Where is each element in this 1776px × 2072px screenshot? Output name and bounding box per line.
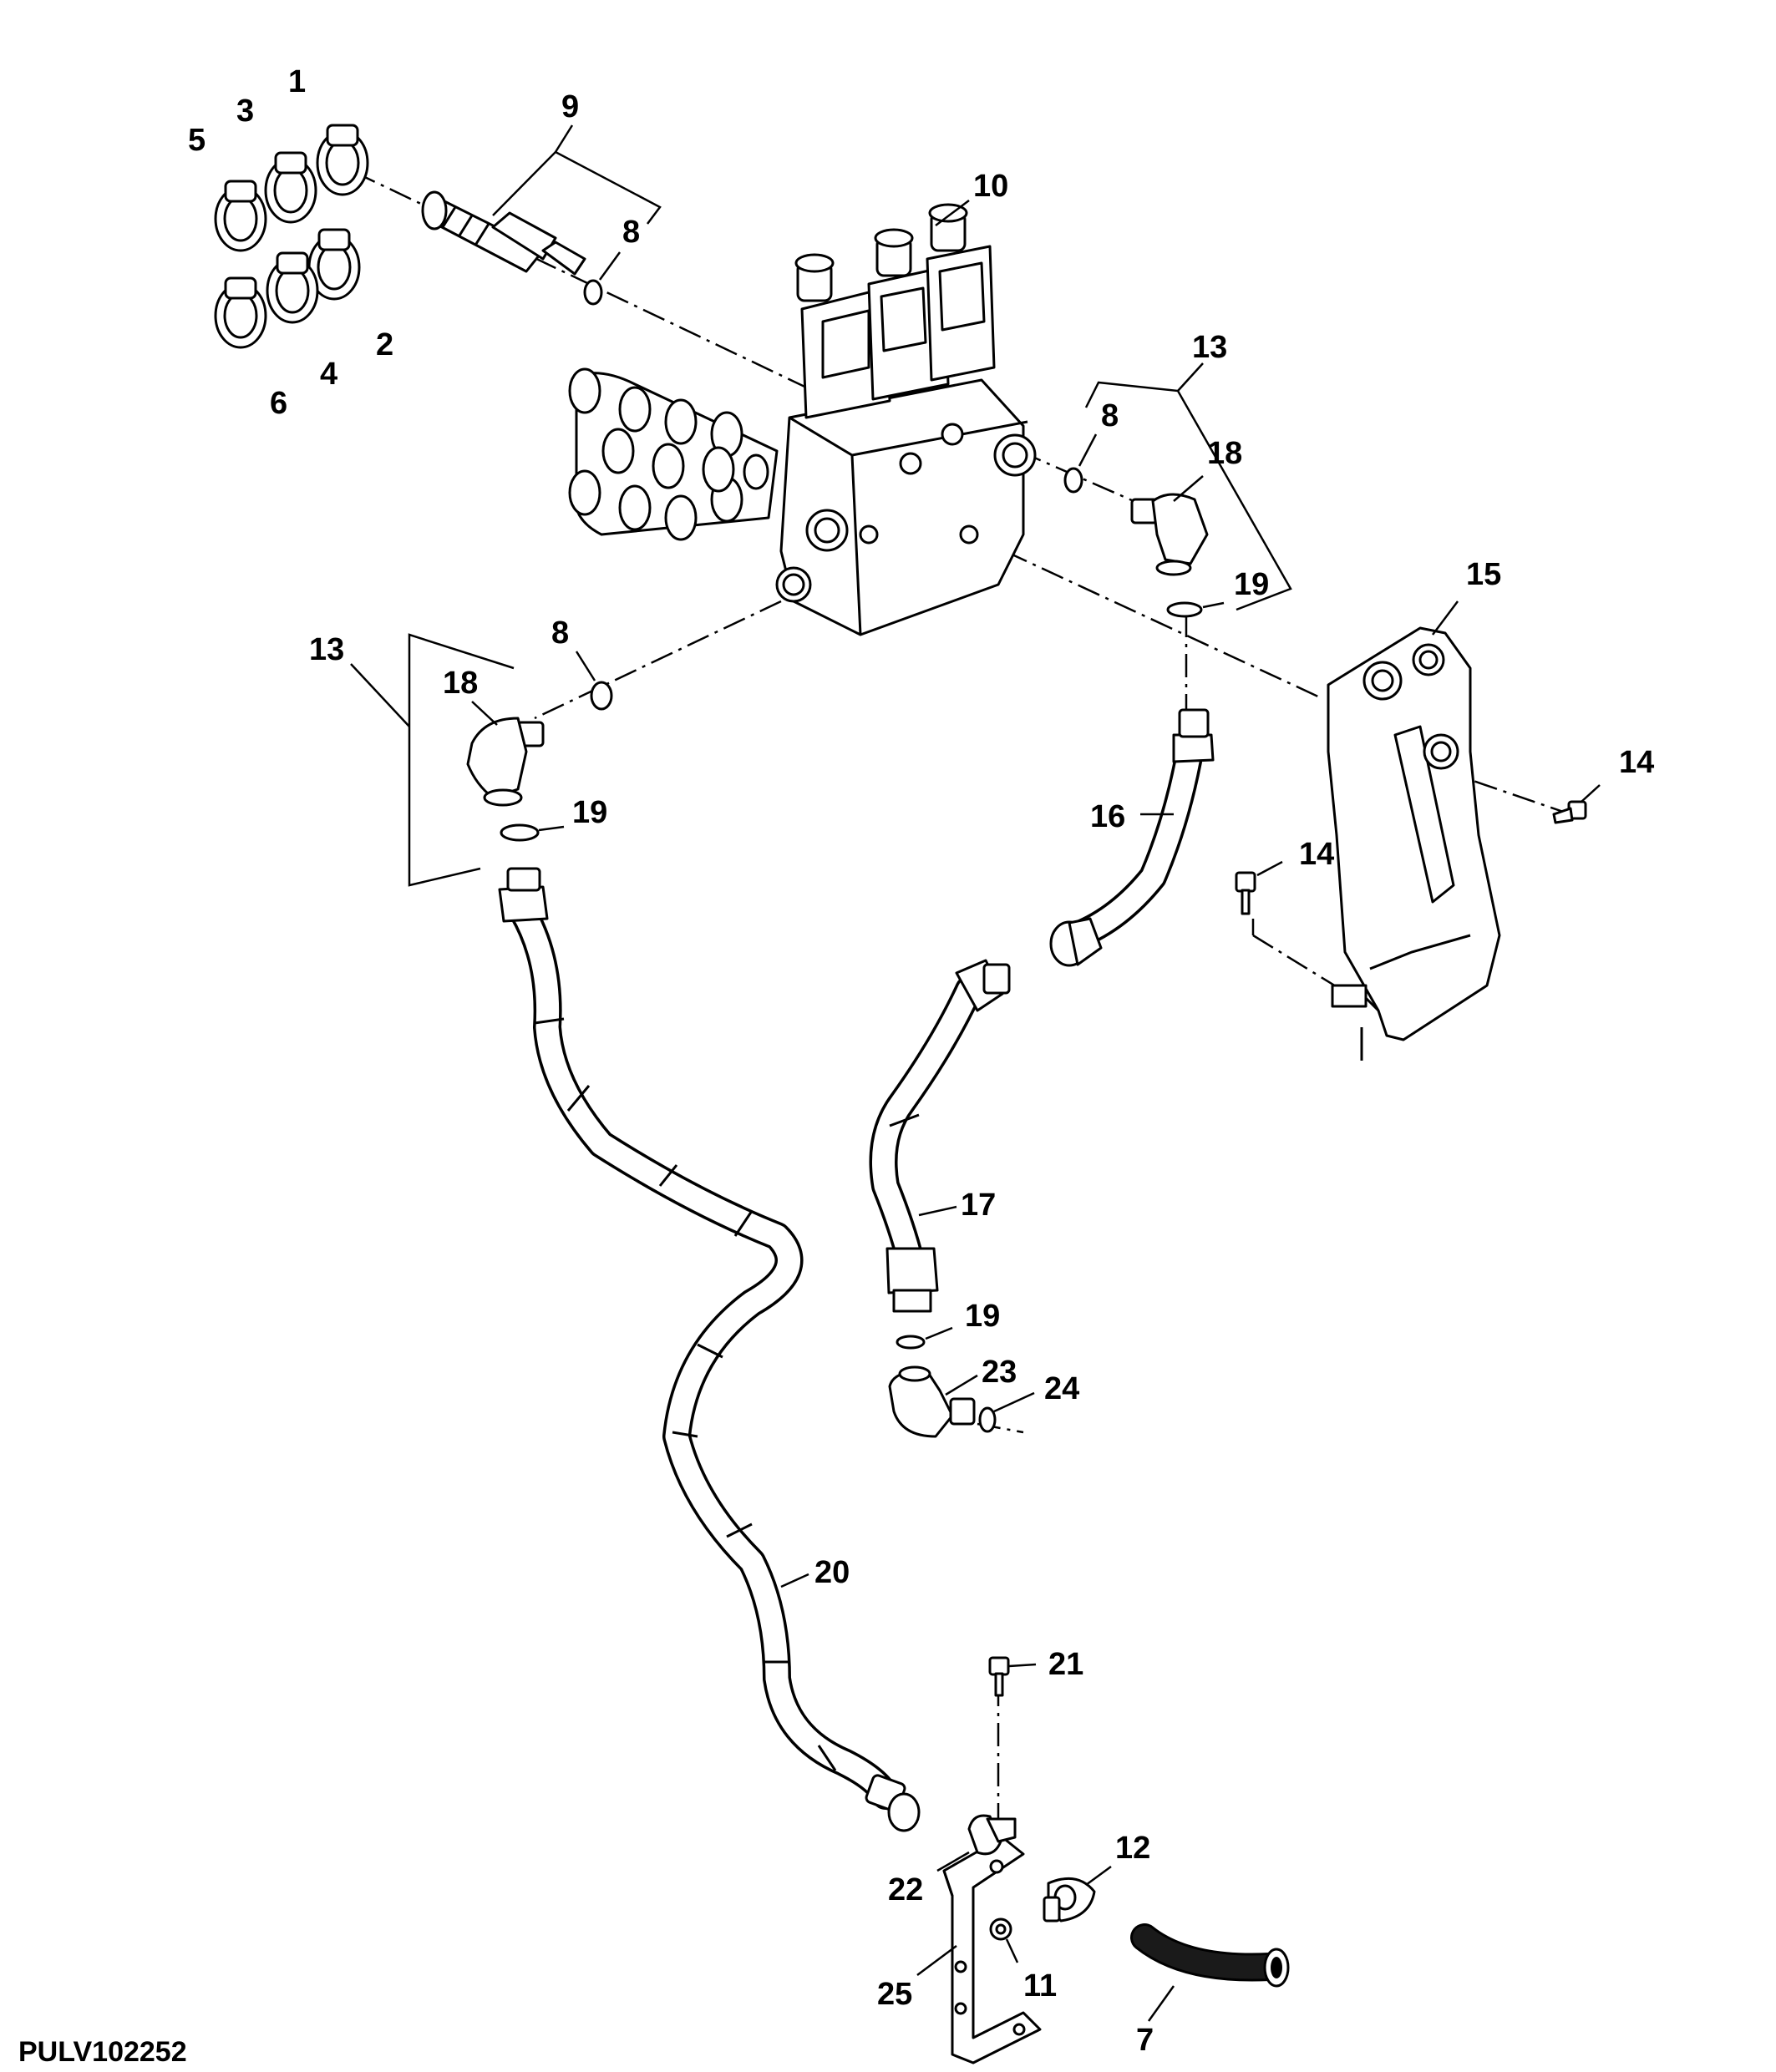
callout-19-left: 19	[572, 795, 607, 830]
quick-coupler-9	[421, 190, 586, 276]
bolt-14-left	[1235, 871, 1256, 915]
clamp-3	[264, 151, 317, 224]
o-ring-8-top	[583, 279, 603, 306]
callout-16: 16	[1090, 799, 1125, 834]
callout-4: 4	[320, 357, 337, 392]
clamp-1	[316, 124, 369, 196]
callout-18-left: 18	[443, 666, 478, 701]
hydraulic-line-17	[869, 959, 1011, 1313]
elbow-fitting-18-right	[1130, 493, 1209, 576]
callout-25: 25	[877, 1977, 912, 2012]
spacer-22	[967, 1814, 1017, 1856]
callout-2: 2	[376, 327, 393, 362]
valve-block-10	[775, 203, 1037, 636]
callout-7: 7	[1136, 2023, 1154, 2058]
callout-labels: 1 2 3 4 5 6 7 8 8 8 9 10 11 12 13 13 14 …	[188, 64, 1654, 2058]
o-ring-8-left	[590, 681, 613, 711]
callout-14-left: 14	[1299, 837, 1334, 872]
clamp-6	[214, 276, 267, 349]
nut-11	[989, 1917, 1012, 1941]
o-ring-19-lower	[896, 1335, 926, 1350]
o-ring-19-left	[500, 823, 540, 842]
centerlines	[317, 153, 1571, 1867]
callout-15: 15	[1466, 557, 1501, 592]
callout-6: 6	[270, 386, 287, 421]
callout-8-right: 8	[1101, 398, 1119, 433]
clamp-5	[214, 180, 267, 252]
callout-11: 11	[1023, 1968, 1057, 2004]
callout-24: 24	[1044, 1371, 1079, 1406]
clamp-12	[1043, 1877, 1096, 1923]
bracket-13-left	[408, 633, 515, 887]
coupler-stack	[568, 367, 779, 541]
mounting-bracket-15	[1327, 626, 1501, 1061]
o-ring-19-right	[1166, 601, 1203, 618]
callout-8-left: 8	[551, 616, 569, 651]
bolt-14-right	[1552, 800, 1587, 824]
callout-22: 22	[888, 1872, 923, 1907]
clamp-4	[266, 251, 319, 324]
elbow-fitting-23	[888, 1365, 976, 1438]
callout-18-right: 18	[1207, 436, 1242, 471]
callout-20: 20	[814, 1555, 850, 1590]
hose-7	[1130, 1923, 1290, 1988]
hydraulic-line-16	[1049, 708, 1215, 967]
callout-14-right: 14	[1619, 745, 1654, 780]
callout-13-right: 13	[1192, 330, 1227, 365]
callout-10: 10	[973, 169, 1008, 204]
callout-13-left: 13	[309, 632, 344, 667]
clamp-2	[307, 228, 361, 301]
bracket-9	[492, 150, 662, 225]
o-ring-8-right	[1063, 467, 1083, 494]
o-ring-24	[978, 1406, 997, 1433]
callout-19-lower: 19	[965, 1299, 1000, 1334]
figure-code: PULV102252	[18, 2036, 187, 2068]
callout-3: 3	[236, 94, 254, 129]
callout-5: 5	[188, 123, 206, 158]
hydraulic-line-20	[498, 867, 921, 1832]
callout-23: 23	[982, 1355, 1017, 1390]
callout-9: 9	[561, 89, 579, 124]
callout-8-top: 8	[622, 215, 640, 250]
elbow-fitting-18-left	[466, 717, 545, 807]
callout-17: 17	[961, 1188, 996, 1223]
callout-21: 21	[1048, 1647, 1083, 1682]
support-bracket-25	[942, 1836, 1042, 2064]
bolt-21	[988, 1656, 1010, 1697]
hose-clamps-group	[214, 124, 369, 349]
callout-12: 12	[1115, 1831, 1150, 1866]
callout-1: 1	[288, 64, 306, 99]
callout-19-right: 19	[1234, 567, 1269, 602]
leader-10	[935, 200, 970, 226]
